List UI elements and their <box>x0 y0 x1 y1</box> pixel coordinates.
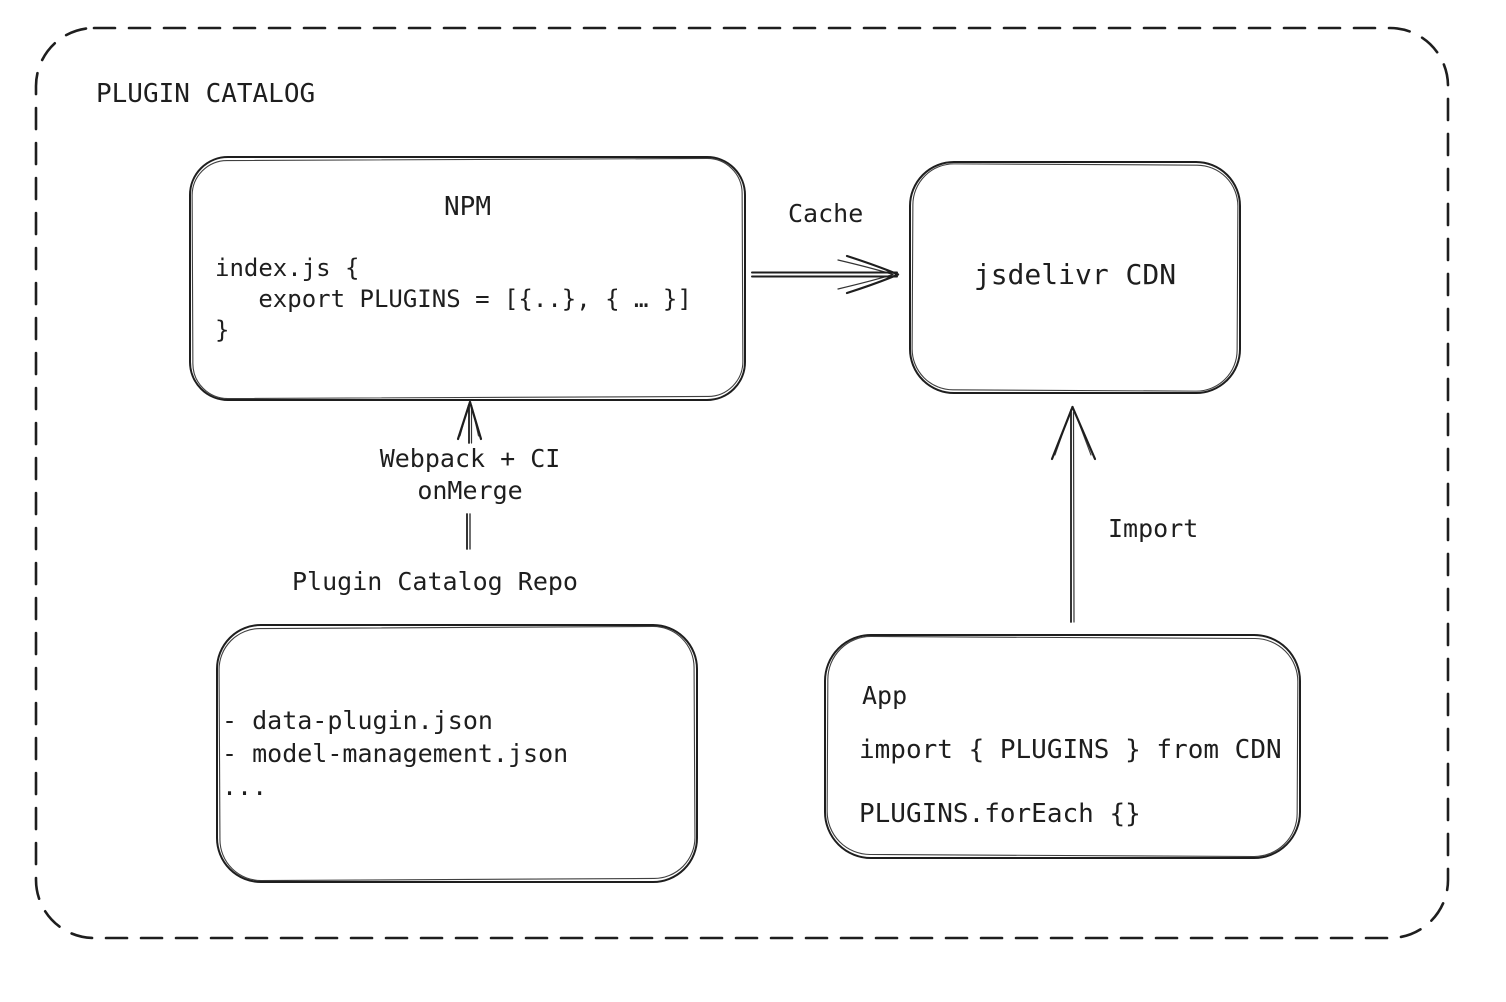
import-arrow <box>1050 405 1097 623</box>
cache-arrow <box>751 254 900 295</box>
app-box <box>824 634 1301 859</box>
repo-heading: Plugin Catalog Repo <box>292 567 578 596</box>
cache-arrow-label: Cache <box>788 199 864 228</box>
cdn-box-label: jsdelivr CDN <box>973 258 1177 291</box>
build-arrow-label: Webpack + CI onMerge <box>379 444 561 505</box>
npm-code-block: index.js { export PLUGINS = [{..}, { … }… <box>215 254 692 344</box>
import-arrow-label: Import <box>1108 514 1199 543</box>
cdn-box <box>909 161 1241 394</box>
app-box-title: App <box>862 681 908 710</box>
npm-box <box>189 156 746 401</box>
repo-file-list: - data-plugin.json - model-management.js… <box>222 706 569 801</box>
build-arrow <box>456 400 483 550</box>
diagram-title: PLUGIN CATALOG <box>96 79 316 109</box>
outer-dashed-border <box>34 26 1450 940</box>
app-foreach-line: PLUGINS.forEach {} <box>859 799 1141 829</box>
npm-box-title: NPM <box>444 192 491 222</box>
app-import-line: import { PLUGINS } from CDN <box>859 735 1282 765</box>
repo-box <box>216 624 698 883</box>
